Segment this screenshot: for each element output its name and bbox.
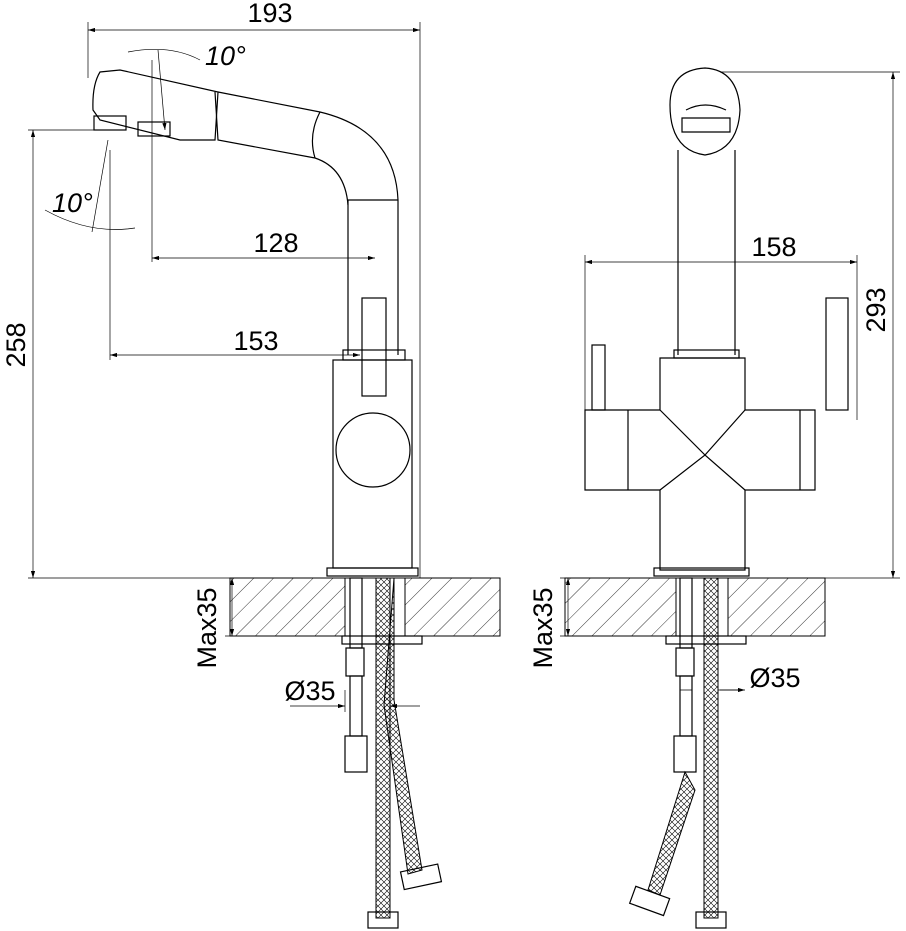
width-193-label: 193 [247,0,292,28]
diameter-front-label: Ø35 [749,663,800,693]
right-handle [825,297,849,411]
height-293-label: 293 [861,287,891,332]
diameter-side-label: Ø35 [284,676,335,706]
spout-angle-bottom-label: 10° [52,188,93,218]
side-view [28,22,501,929]
front-view [560,67,900,929]
width-158-label: 158 [751,232,796,262]
faucet-body [332,359,413,569]
side-handle-cylinder [335,412,411,488]
lever-handle [361,297,387,397]
max35-side-label: Max35 [192,587,222,668]
spout-angle-top-label: 10° [205,41,246,71]
height-258-label: 258 [1,322,31,367]
reach-153-label: 153 [233,326,278,356]
left-handle [591,344,606,411]
max35-front-label: Max35 [528,587,558,668]
front-body [584,357,816,571]
reach-128-label: 128 [253,228,298,258]
